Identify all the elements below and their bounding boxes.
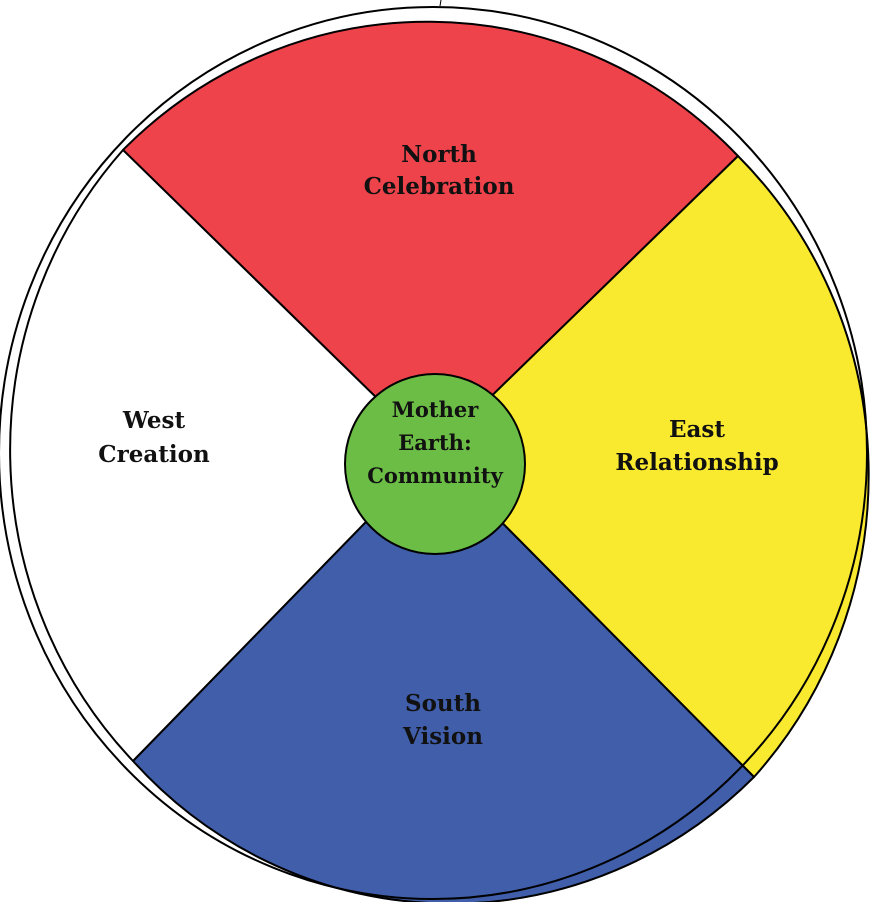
quadrant-north xyxy=(122,20,739,454)
north-direction-label: North xyxy=(401,141,477,168)
quadrant-east xyxy=(432,155,870,778)
top-edge-mark xyxy=(439,0,442,7)
south-direction-label: South xyxy=(405,690,481,717)
west-direction-label: West xyxy=(122,407,186,434)
center-label-line-1: Mother xyxy=(392,397,480,422)
east-direction-label: East xyxy=(669,416,725,443)
center-hub xyxy=(344,373,526,555)
west-meaning-label: Creation xyxy=(98,441,210,468)
quadrant-west xyxy=(9,149,434,762)
center-label-line-3: Community xyxy=(367,463,503,488)
center-label-line-2: Earth: xyxy=(398,430,471,455)
wheel-outline xyxy=(0,6,868,900)
south-meaning-label: Vision xyxy=(402,723,483,750)
east-meaning-label: Relationship xyxy=(615,449,778,476)
quadrant-south xyxy=(132,452,755,902)
north-meaning-label: Celebration xyxy=(364,173,515,200)
